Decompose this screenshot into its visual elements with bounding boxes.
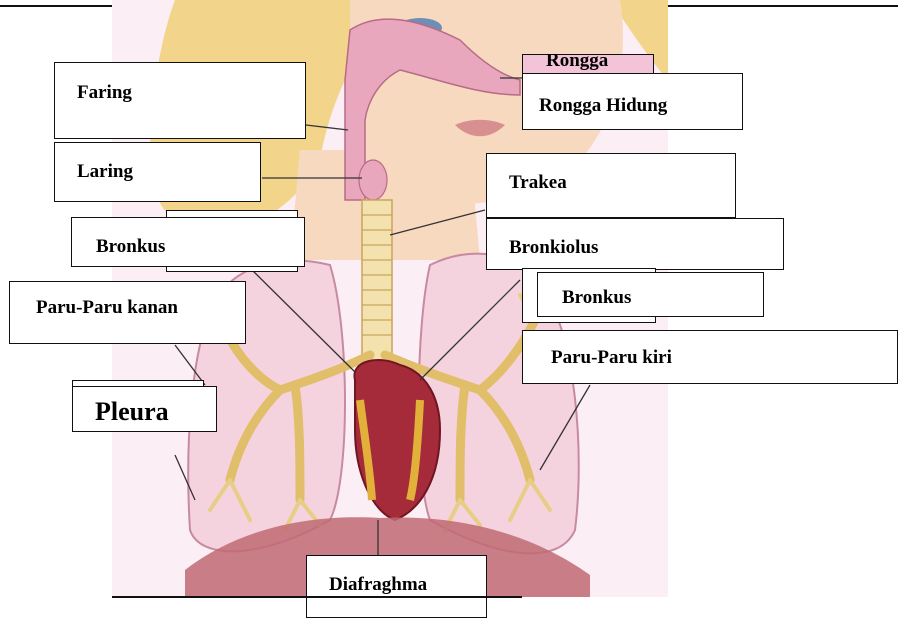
- label-trakea: Trakea: [486, 153, 736, 218]
- label-bronkus-left: Bronkus: [71, 217, 305, 267]
- label-paru-kiri: Paru-Paru kiri: [522, 330, 898, 384]
- label-bronkus-right-text: Bronkus: [562, 287, 631, 309]
- label-bronkus-left-text: Bronkus: [96, 236, 165, 258]
- larynx: [359, 160, 387, 200]
- label-trakea-text: Trakea: [509, 172, 567, 194]
- label-pleura-text: Pleura: [95, 397, 169, 427]
- label-faring-text: Faring: [77, 82, 132, 104]
- label-paru-kanan: Paru-Paru kanan: [9, 281, 246, 344]
- label-pleura: Pleura: [72, 386, 217, 432]
- label-diafragma: Diafraghma: [306, 555, 487, 618]
- label-rongga-hidung-text: Rongga Hidung: [539, 95, 667, 117]
- bottom-divider-line: [112, 596, 522, 598]
- label-laring: Laring: [54, 142, 261, 202]
- trachea: [362, 200, 392, 360]
- label-bronkiolus: Bronkiolus: [486, 218, 784, 270]
- label-paru-kanan-text: Paru-Paru kanan: [36, 297, 178, 319]
- rongga-cut-text: Rongga: [546, 54, 608, 72]
- label-laring-text: Laring: [77, 161, 133, 183]
- label-diafragma-text: Diafraghma: [329, 574, 427, 596]
- label-rongga-hidung: Rongga Hidung: [522, 73, 743, 130]
- label-bronkiolus-text: Bronkiolus: [509, 237, 598, 259]
- label-bronkus-right: Bronkus: [537, 272, 764, 317]
- label-paru-kiri-text: Paru-Paru kiri: [551, 347, 672, 369]
- label-faring: Faring: [54, 62, 306, 139]
